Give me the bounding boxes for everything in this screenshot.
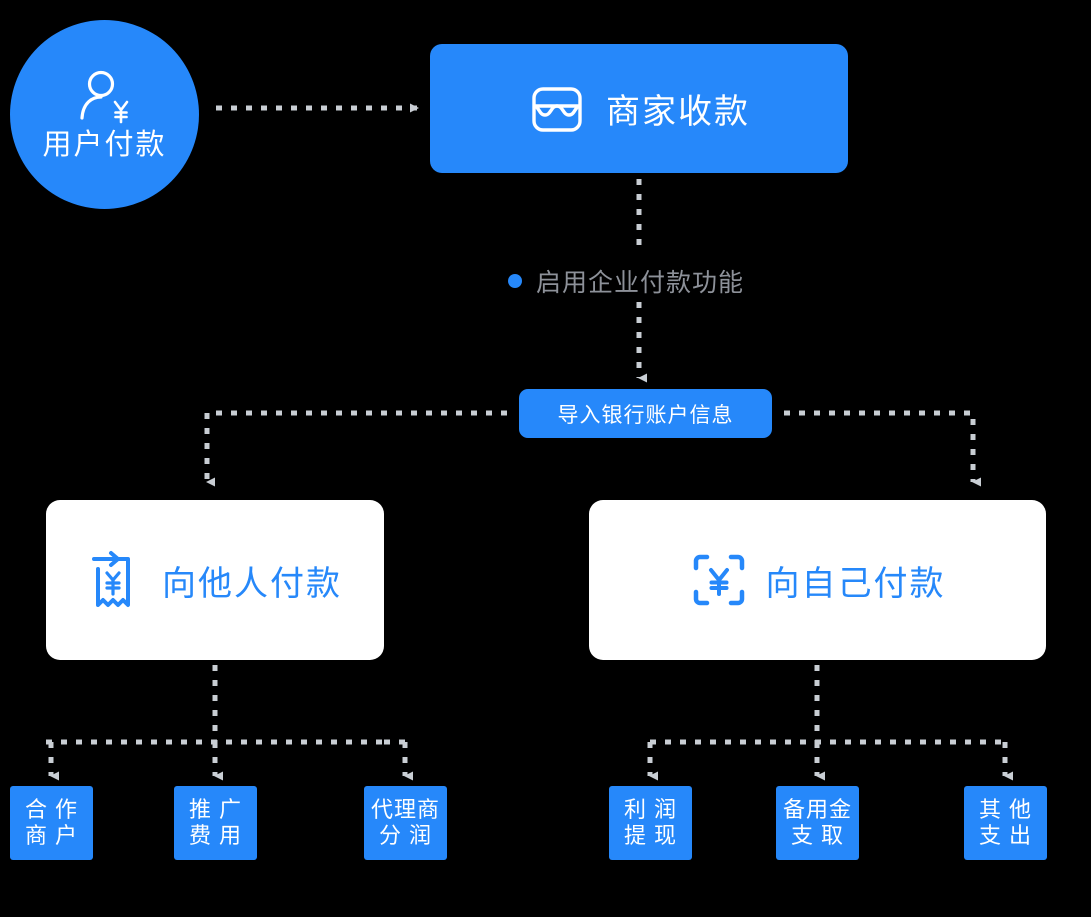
node-pay-self-label: 向自己付款 bbox=[765, 564, 946, 603]
node-pay-self[interactable]: 向自己付款 bbox=[589, 500, 1046, 660]
leaf-line-2: 提 现 bbox=[623, 823, 678, 848]
leaf-line-1: 推 广 bbox=[188, 797, 243, 823]
shop-icon bbox=[532, 86, 582, 132]
leaf-line-2: 商 户 bbox=[24, 823, 79, 848]
receipt-arrow-yen-icon bbox=[92, 551, 130, 607]
leaf-partner-merchant[interactable]: 合 作 商 户 bbox=[10, 786, 93, 860]
node-user-payment[interactable]: 用户付款 bbox=[10, 20, 199, 209]
node-merchant-receive[interactable]: 商家收款 bbox=[430, 44, 848, 173]
leaf-line-2: 支 出 bbox=[978, 823, 1033, 848]
bullet-dot-icon bbox=[508, 274, 522, 288]
edge-label-text: 启用企业付款功能 bbox=[536, 269, 745, 297]
leaf-line-2: 费 用 bbox=[188, 823, 243, 848]
leaf-line-1: 合 作 bbox=[24, 797, 79, 823]
edge-bank-to-pay-self bbox=[784, 410, 981, 487]
leaf-line-1: 代理商 bbox=[370, 797, 440, 823]
leaf-reserve-fund[interactable]: 备用金 支 取 bbox=[776, 786, 859, 860]
node-pay-others[interactable]: 向他人付款 bbox=[46, 500, 384, 660]
edge-bank-to-pay-others bbox=[204, 410, 507, 487]
leaf-other-expense[interactable]: 其 他 支 出 bbox=[964, 786, 1047, 860]
user-yen-icon bbox=[79, 70, 128, 124]
leaf-profit-withdraw[interactable]: 利 润 提 现 bbox=[609, 786, 692, 860]
leaf-promotion-fee[interactable]: 推 广 费 用 bbox=[174, 786, 257, 860]
node-merchant-receive-label: 商家收款 bbox=[606, 93, 750, 131]
leaf-line-1: 备用金 bbox=[782, 797, 852, 823]
leaf-line-1: 其 他 bbox=[978, 797, 1033, 823]
leaf-line-2: 分 润 bbox=[378, 823, 433, 848]
leaf-line-1: 利 润 bbox=[623, 797, 678, 823]
node-import-bank-account[interactable]: 导入银行账户信息 bbox=[519, 389, 772, 438]
node-pay-others-label: 向他人付款 bbox=[162, 564, 342, 603]
leaf-agent-share[interactable]: 代理商 分 润 bbox=[364, 786, 447, 860]
scan-yen-icon bbox=[693, 554, 744, 606]
edge-label-enable-enterprise-payment: 启用企业付款功能 bbox=[508, 263, 744, 299]
leaf-line-2: 支 取 bbox=[790, 823, 845, 848]
node-user-payment-label: 用户付款 bbox=[42, 129, 167, 161]
node-import-bank-account-label: 导入银行账户信息 bbox=[557, 403, 734, 427]
